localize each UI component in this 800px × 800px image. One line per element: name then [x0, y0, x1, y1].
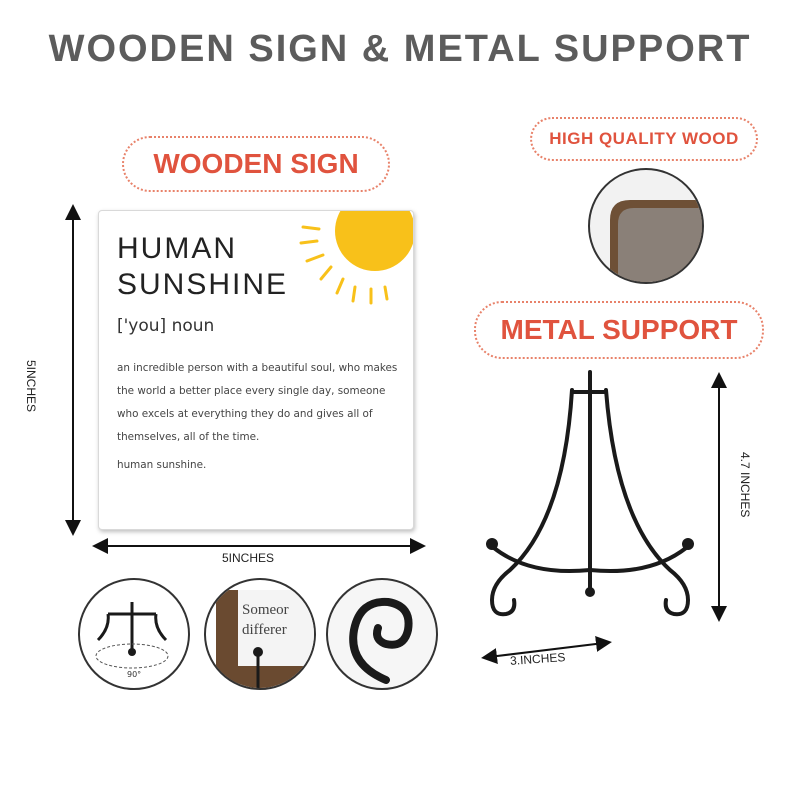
stand-top-icon — [95, 602, 169, 669]
angle-label: 90° — [127, 670, 142, 679]
metal-support-label: METAL SUPPORT — [474, 301, 764, 359]
stand-width-arrow — [481, 636, 612, 664]
wood-edge-icon — [610, 200, 702, 282]
sign-height-label: 5INCHES — [24, 360, 38, 413]
frame-edge-icon — [216, 590, 314, 688]
sign-pronunciation: ['you] noun — [117, 316, 215, 336]
wood-detail-circle — [588, 168, 704, 284]
stand-height-label: 4.7 INCHES — [738, 452, 752, 518]
sign-definition: an incredible person with a beautiful so… — [117, 362, 398, 443]
wooden-sign: HUMAN SUNSHINE ['you] noun an incredible… — [98, 210, 414, 530]
page-title: WOODEN SIGN & METAL SUPPORT — [48, 28, 752, 70]
wooden-sign-label: WOODEN SIGN — [122, 136, 390, 192]
high-quality-wood-label: HIGH QUALITY WOOD — [530, 117, 758, 161]
angle-detail-circle: 90° — [78, 578, 190, 690]
metal-stand-icon — [486, 370, 694, 617]
sign-title: HUMAN SUNSHINE — [117, 232, 289, 301]
sign-footer: human sunshine. — [117, 459, 207, 471]
frame-detail-circle: Someor differer — [204, 578, 316, 690]
curl-detail-circle — [326, 578, 438, 690]
spiral-foot-icon — [349, 597, 413, 684]
sun-icon — [299, 211, 413, 305]
frame-detail-text: Someor differer — [242, 602, 289, 638]
sign-width-label: 5INCHES — [222, 551, 275, 565]
